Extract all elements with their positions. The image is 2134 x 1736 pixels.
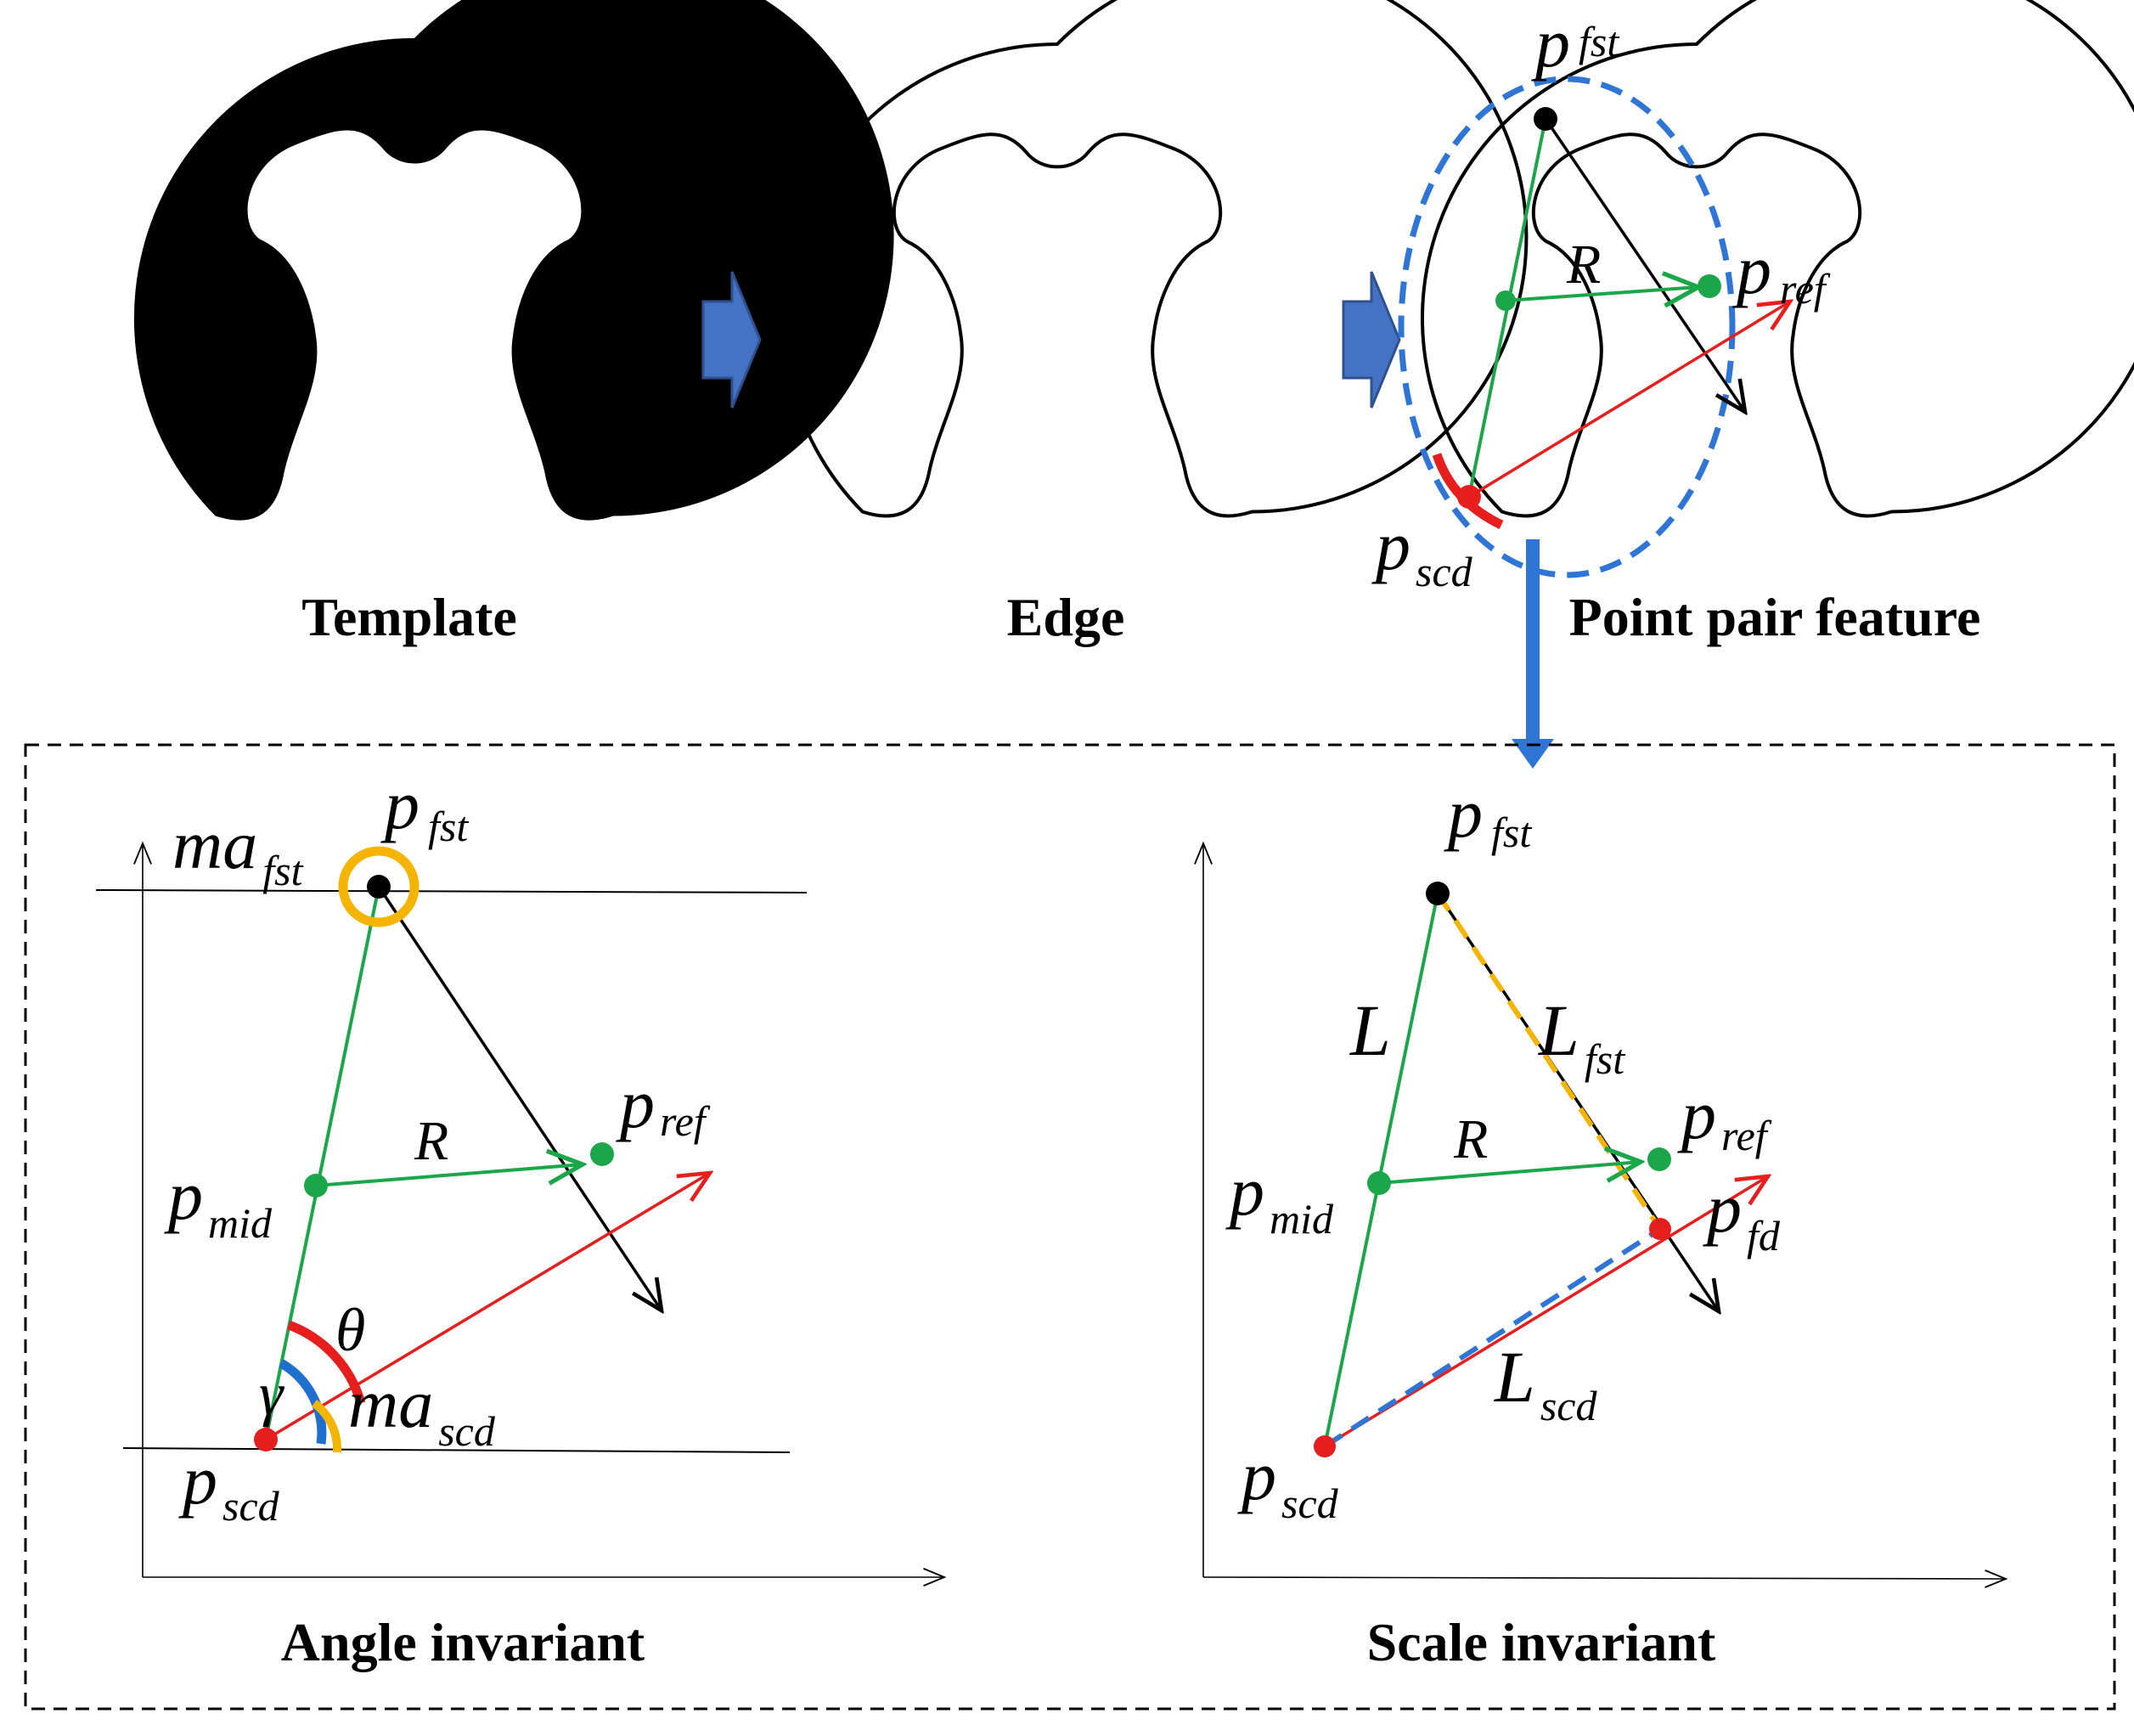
drill-down-arrow [1512,539,1554,769]
ppf-neighborhood-ellipse [1398,76,1736,578]
template-image [133,0,894,521]
flow-arrow-2 [1342,271,1401,409]
edge-image [783,0,1526,516]
angle-label-r: R [414,1110,448,1172]
ppf-edge-image [1422,0,2134,516]
detail-panel-frame [24,743,2116,1711]
caption-angle-invariant: Angle invariant [281,1612,645,1672]
scale-invariant-diagram [1194,841,2008,1588]
caption-edge: Edge [1007,587,1125,647]
angle-invariant-diagram [95,841,947,1587]
scale-label-r: R [1453,1108,1488,1170]
caption-scale-invariant: Scale invariant [1367,1612,1716,1672]
ppf-vectors [1432,107,1790,529]
scale-label-l: L [1349,989,1391,1071]
flow-arrow-1 [701,271,762,409]
ppf-label-r: R [1566,234,1601,296]
caption-ppf: Point pair feature [1569,587,1981,647]
caption-template: Template [301,587,517,647]
angle-label-theta: θ [335,1296,365,1364]
angle-label-gamma: γ [259,1360,284,1428]
